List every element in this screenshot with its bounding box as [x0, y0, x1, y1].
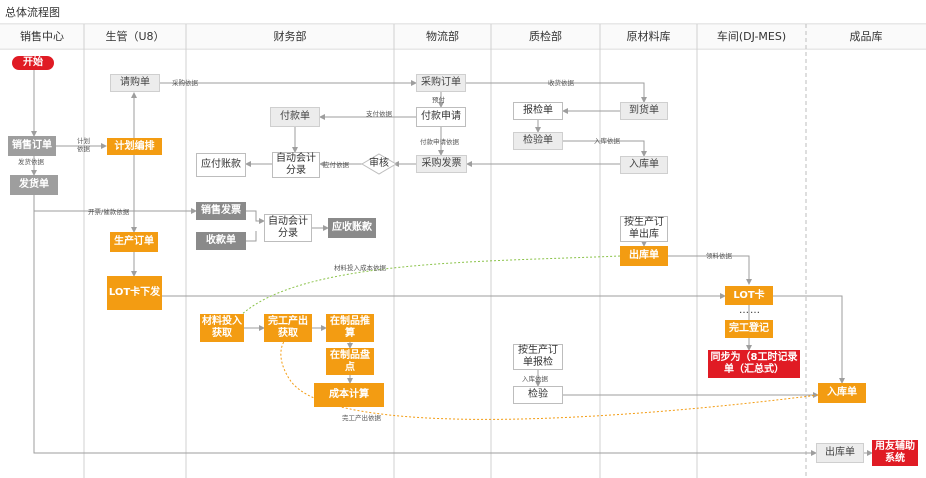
node-production-order: 生产订单 [110, 232, 158, 252]
node-wip-count: 在制品盘点 [326, 348, 374, 375]
node-issue-by-production-order: 按生产订单出库 [620, 216, 668, 242]
ellipsis: …… [739, 305, 761, 316]
node-accounts-payable: 应付账款 [196, 153, 246, 177]
node-completion-registration: 完工登记 [725, 320, 773, 338]
label-inbound-basis-2: 入库依据 [522, 375, 548, 383]
node-inbound-slip-2: 入库单 [818, 383, 866, 403]
col-header-finished-goods: 成品库 [849, 30, 883, 43]
node-inspection-request: 报检单 [513, 102, 563, 120]
node-cost-calculation: 成本计算 [314, 383, 384, 407]
node-lot-card-issue: LOT卡下发 [107, 276, 162, 310]
node-start: 开始 [12, 56, 54, 70]
node-arrival-slip: 到货单 [620, 102, 668, 120]
node-auto-entry-2: 自动会计分录 [264, 214, 312, 242]
node-outbound-slip-1: 出库单 [620, 246, 668, 266]
col-header-finance: 财务部 [273, 30, 307, 43]
node-plan-scheduling: 计划编排 [107, 138, 162, 155]
node-delivery-slip: 发货单 [10, 175, 58, 195]
col-header-logistics: 物流部 [426, 30, 459, 43]
node-accounts-receivable: 应收账款 [328, 218, 376, 238]
col-header-production: 生管（U8） [105, 30, 165, 43]
node-payment-slip: 付款单 [270, 107, 320, 127]
col-header-workshop: 车间(DJ-MES) [716, 30, 787, 43]
label-purchase-basis: 采购依据 [172, 79, 198, 87]
label-completion-output-basis: 完工产出依据 [342, 414, 381, 422]
node-wip-estimate: 在制品推算 [326, 314, 374, 342]
col-header-raw-material: 原材料库 [626, 30, 671, 43]
node-auto-entry-1: 自动会计分录 [272, 152, 320, 178]
col-header-sales: 销售中心 [20, 30, 64, 43]
node-purchase-request: 请购单 [110, 74, 160, 92]
label-payment-basis: 支付依据 [366, 110, 392, 118]
node-material-input: 材料投入获取 [200, 314, 244, 342]
node-inspection-by-production-order: 按生产订单报检 [513, 344, 563, 370]
label-prepay: 预付 [432, 96, 445, 104]
node-yonyou-aux-system: 用友辅助系统 [872, 440, 918, 466]
label-inbound-basis: 入库依据 [594, 137, 620, 145]
review-diamond [361, 153, 397, 175]
node-sync-work-hours: 同步为（8工时记录单（汇总式） [708, 350, 800, 378]
node-completion-output: 完工产出获取 [264, 314, 312, 342]
label-plan-basis: 计划依据 [77, 137, 90, 153]
node-inspection: 检验 [513, 386, 563, 404]
label-delivery-basis: 发货依据 [18, 158, 44, 166]
node-sales-order: 销售订单 [8, 136, 56, 156]
label-payment-request-basis: 付款申请依据 [420, 138, 459, 146]
label-payable-basis: 应付依据 [323, 161, 349, 169]
label-invoice-collection-basis: 开票/催款依据 [88, 208, 130, 216]
page-title: 总体流程图 [5, 6, 60, 19]
node-purchase-invoice: 采购发票 [416, 155, 467, 173]
label-receiving-basis: 收货依据 [548, 79, 574, 87]
label-material-cost-basis: 材料投入成本依据 [334, 264, 386, 272]
node-payment-request: 付款申请 [416, 107, 466, 127]
label-picking-basis: 领料依据 [706, 252, 732, 260]
node-lot-card: LOT卡 [725, 286, 773, 305]
node-sales-invoice: 销售发票 [196, 202, 246, 220]
col-header-qc: 质检部 [529, 30, 562, 43]
node-outbound-slip-2: 出库单 [816, 443, 864, 463]
node-receipt-slip: 收款单 [196, 232, 246, 250]
node-inspection-slip: 检验单 [513, 132, 563, 150]
node-purchase-order: 采购订单 [416, 74, 466, 92]
node-review: 审核 [369, 158, 389, 169]
node-inbound-slip-1: 入库单 [620, 156, 668, 174]
